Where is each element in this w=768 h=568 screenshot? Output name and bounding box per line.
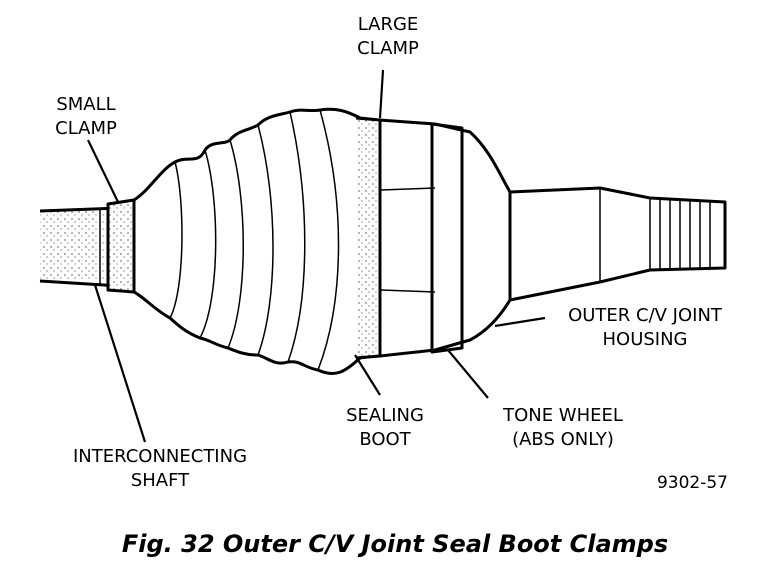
figure-number: 9302-57	[657, 473, 728, 493]
stub-shaft	[508, 186, 727, 302]
figure-caption: Fig. 32 Outer C/V Joint Seal Boot Clamps	[122, 530, 668, 558]
label-tone-wheel-line1: TONE WHEEL	[502, 405, 623, 426]
label-sealing-boot-line2: BOOT	[359, 429, 411, 450]
outer-cv-joint-housing	[378, 118, 512, 358]
label-large-clamp-line1: LARGE	[358, 14, 419, 35]
label-large-clamp-line2: CLAMP	[357, 38, 419, 59]
sealing-boot	[132, 107, 380, 375]
large-clamp	[355, 116, 382, 360]
label-interconnecting-shaft-line2: SHAFT	[131, 470, 190, 491]
label-small-clamp-line1: SMALL	[56, 94, 115, 115]
small-clamp	[106, 198, 136, 294]
label-outer-housing-line2: HOUSING	[602, 329, 687, 350]
leader-lines	[87, 69, 546, 443]
label-sealing-boot-line1: SEALING	[346, 405, 424, 426]
label-tone-wheel-line2: (ABS ONLY)	[512, 429, 614, 450]
label-small-clamp-line2: CLAMP	[55, 118, 117, 139]
label-outer-housing-line1: OUTER C/V JOINT	[568, 305, 723, 326]
tone-wheel	[430, 122, 464, 354]
label-interconnecting-shaft-line1: INTERCONNECTING	[73, 446, 247, 467]
